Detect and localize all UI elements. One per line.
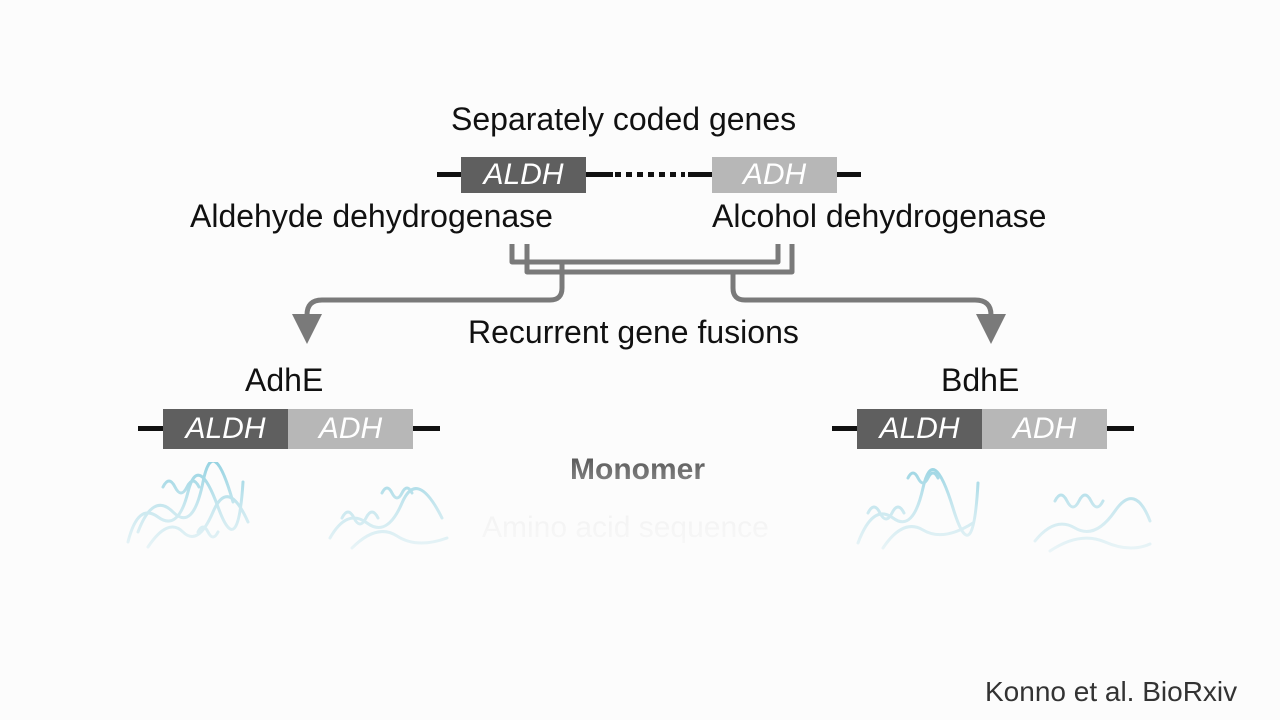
adhe-line-left xyxy=(138,426,163,431)
adhe-box-adh: ADH xyxy=(288,409,413,449)
gene-box-adh: ADH xyxy=(712,157,837,193)
bdhe-box-adh: ADH xyxy=(982,409,1107,449)
label-aldehyde-dehydrogenase: Aldehyde dehydrogenase xyxy=(190,198,553,234)
arrow-path-right xyxy=(524,244,795,275)
gene-box-aldh: ALDH xyxy=(461,157,586,193)
arrow-path-left xyxy=(509,244,781,265)
adhe-line-right xyxy=(413,426,440,431)
gene-line-dotted xyxy=(615,172,685,177)
arrow-path-right-down xyxy=(730,272,994,318)
gene-line-right-stub xyxy=(837,172,861,177)
gene-line-mid-left xyxy=(586,172,613,177)
adhe-box-adh-label: ADH xyxy=(318,412,383,445)
protein-structure-adhe-aldh xyxy=(126,462,250,549)
bdhe-box-adh-label: ADH xyxy=(1012,412,1077,445)
bdhe-line-left xyxy=(832,426,857,431)
bdhe-line-right xyxy=(1107,426,1134,431)
citation-credit: Konno et al. BioRxiv xyxy=(985,676,1238,707)
arrow-path-left-down xyxy=(304,262,565,318)
fusion-name-bdhe: BdhE xyxy=(941,362,1020,398)
protein-structure-bdhe-aldh xyxy=(856,468,980,550)
diagram-title: Separately coded genes xyxy=(451,101,797,137)
adhe-box-aldh-label: ALDH xyxy=(185,412,266,445)
fusion-name-adhe: AdhE xyxy=(245,362,324,398)
label-amino-acid-sequence: Amino acid sequence xyxy=(482,511,769,544)
bdhe-box-aldh-label: ALDH xyxy=(879,412,960,445)
gene-box-aldh-label: ALDH xyxy=(483,158,564,191)
label-monomer: Monomer xyxy=(570,453,705,486)
gene-line-left-stub xyxy=(437,172,461,177)
caption-recurrent-gene-fusions: Recurrent gene fusions xyxy=(468,314,799,350)
protein-structure-adhe-adh xyxy=(328,486,449,550)
protein-structure-bdhe-adh xyxy=(1033,493,1152,553)
label-alcohol-dehydrogenase: Alcohol dehydrogenase xyxy=(712,198,1047,234)
gene-box-adh-label: ADH xyxy=(742,158,807,191)
adhe-box-aldh: ALDH xyxy=(163,409,288,449)
arrow-head-right xyxy=(976,314,1006,344)
gene-line-mid-right xyxy=(688,172,712,177)
arrow-head-left xyxy=(292,314,322,344)
bdhe-box-aldh: ALDH xyxy=(857,409,982,449)
